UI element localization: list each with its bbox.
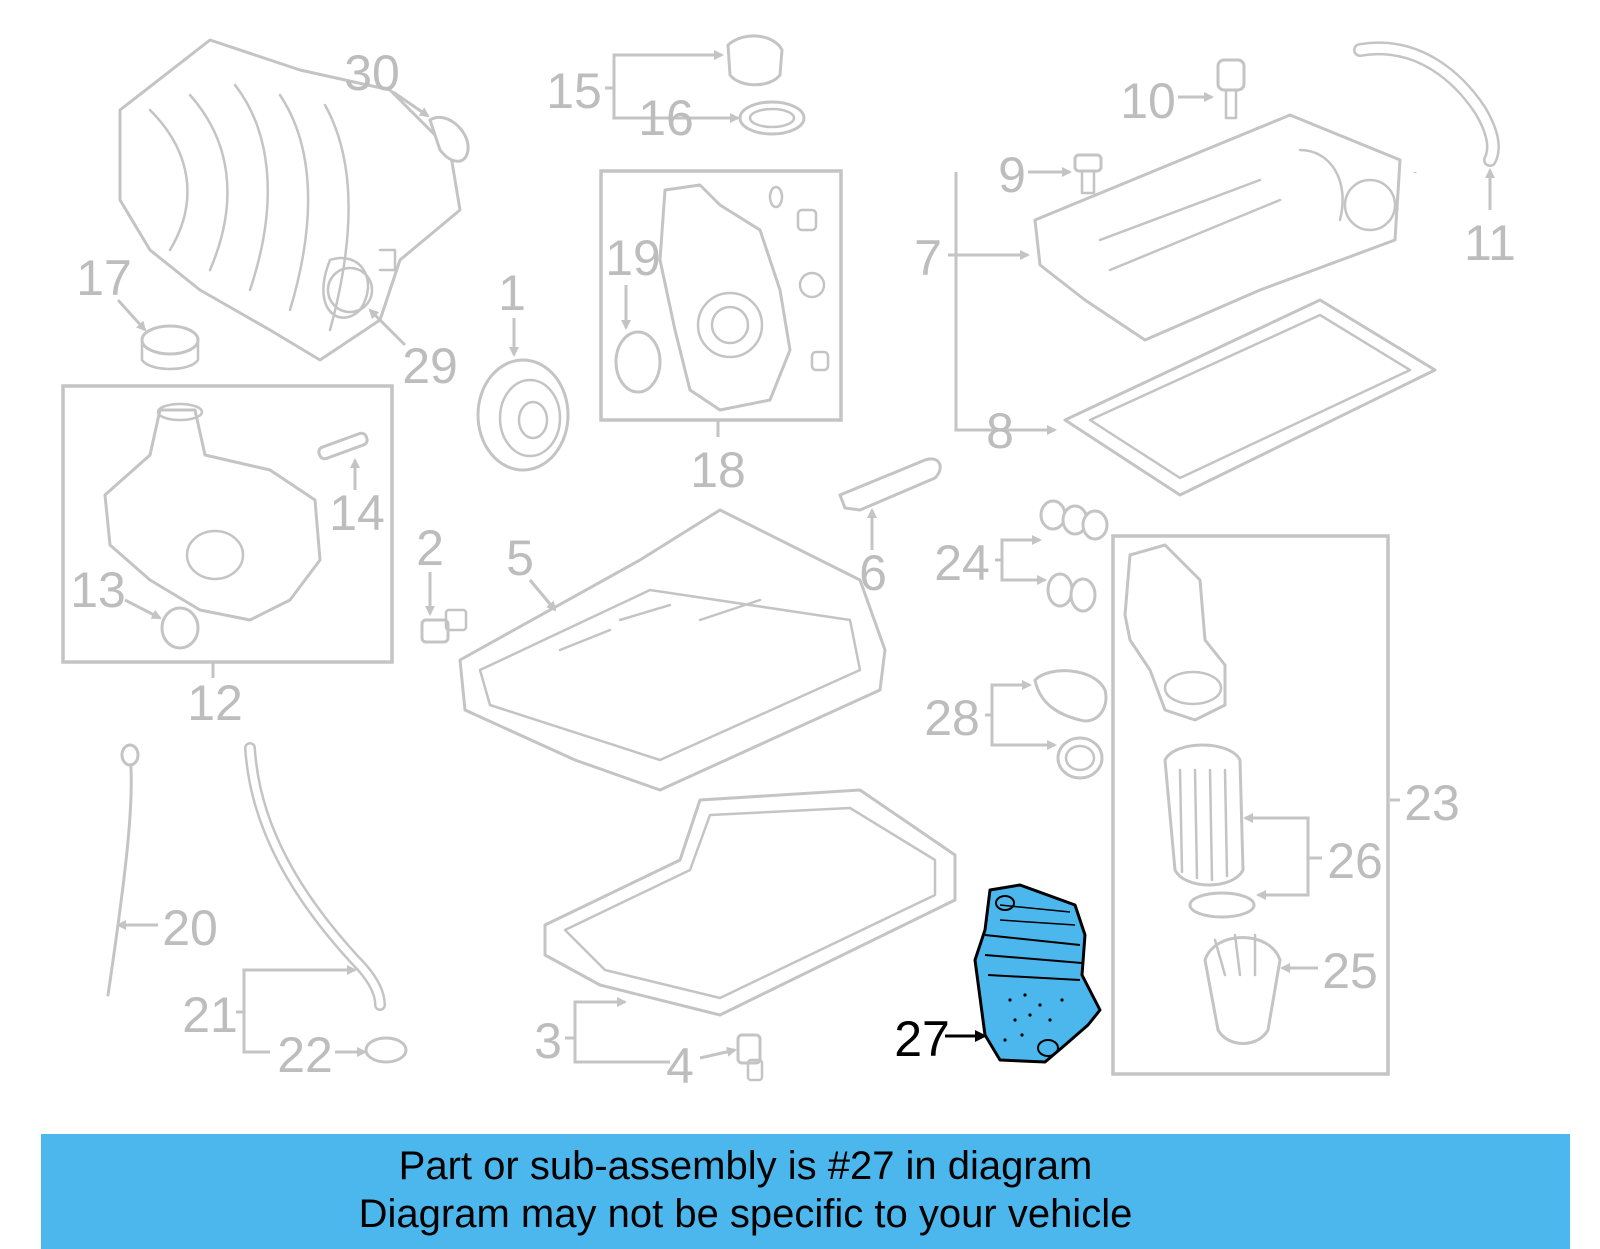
oring-22 — [364, 1036, 408, 1064]
gasket-8 — [1063, 298, 1437, 497]
callout-20: 20 — [162, 900, 218, 956]
oring-19 — [614, 330, 662, 394]
callout-23: 23 — [1404, 775, 1460, 831]
callout-27: 27 — [894, 1011, 950, 1067]
callout-21: 21 — [182, 987, 238, 1043]
pin-14 — [317, 431, 369, 461]
callout-25: 25 — [1322, 943, 1378, 999]
drain-plug-4 — [736, 1033, 764, 1082]
callout-1: 1 — [498, 265, 526, 321]
leader-lines — [116, 50, 1495, 1064]
bolt-2 — [420, 608, 468, 644]
orings-24 — [1039, 499, 1109, 613]
callout-24: 24 — [934, 535, 990, 591]
gasket-30 — [428, 115, 470, 163]
callout-labels: 1 2 3 4 5 6 7 8 9 10 11 12 13 14 15 16 1… — [70, 45, 1516, 1094]
valve-cover-7 — [1033, 113, 1402, 342]
banner-line-part: Part or sub-assembly is #27 in diagram — [398, 1144, 1093, 1188]
callout-18: 18 — [690, 442, 746, 498]
callout-7: 7 — [914, 230, 942, 286]
callout-19: 19 — [605, 230, 661, 286]
seal-17 — [140, 324, 200, 371]
callout-4: 4 — [666, 1038, 694, 1094]
oil-cap-15 — [726, 34, 784, 87]
intake-manifold — [118, 38, 462, 362]
callout-15: 15 — [546, 63, 602, 119]
callout-30: 30 — [344, 45, 400, 101]
callout-10: 10 — [1120, 73, 1176, 129]
callout-2: 2 — [416, 520, 444, 576]
engine-block-5 — [458, 508, 887, 792]
banner-line-disclaimer: Diagram may not be specific to your vehi… — [358, 1192, 1133, 1236]
gaskets-28 — [1033, 669, 1108, 780]
callout-6: 6 — [859, 545, 887, 601]
callout-29: 29 — [402, 338, 458, 394]
callout-14: 14 — [329, 485, 385, 541]
callout-13: 13 — [70, 562, 126, 618]
callout-22: 22 — [277, 1027, 333, 1083]
sealant-6 — [838, 457, 942, 512]
filter-cap-25 — [1203, 933, 1282, 1045]
timing-cover-18 — [658, 183, 792, 412]
bolt-9 — [1073, 153, 1103, 195]
seal-16 — [738, 100, 806, 136]
callout-3: 3 — [534, 1013, 562, 1069]
callout-8: 8 — [986, 403, 1014, 459]
pulley-1 — [476, 358, 570, 472]
callout-12: 12 — [187, 675, 243, 731]
callout-28: 28 — [924, 690, 980, 746]
callout-16: 16 — [638, 90, 694, 146]
oil-pump-12 — [103, 402, 322, 622]
seal-13 — [160, 606, 200, 650]
callout-9: 9 — [998, 147, 1026, 203]
info-banner: Part or sub-assembly is #27 in diagram D… — [41, 1134, 1570, 1249]
callout-17: 17 — [76, 250, 132, 306]
oil-cooler-27 — [973, 883, 1102, 1064]
sensor-10 — [1216, 58, 1246, 120]
filter-housing-23 — [1123, 543, 1227, 722]
callout-26: 26 — [1327, 833, 1383, 889]
oil-filter-26 — [1163, 743, 1256, 919]
callout-11: 11 — [1464, 215, 1516, 271]
hose-11 — [1353, 41, 1500, 167]
callout-5: 5 — [506, 530, 534, 586]
oil-pan-3 — [543, 788, 957, 1017]
